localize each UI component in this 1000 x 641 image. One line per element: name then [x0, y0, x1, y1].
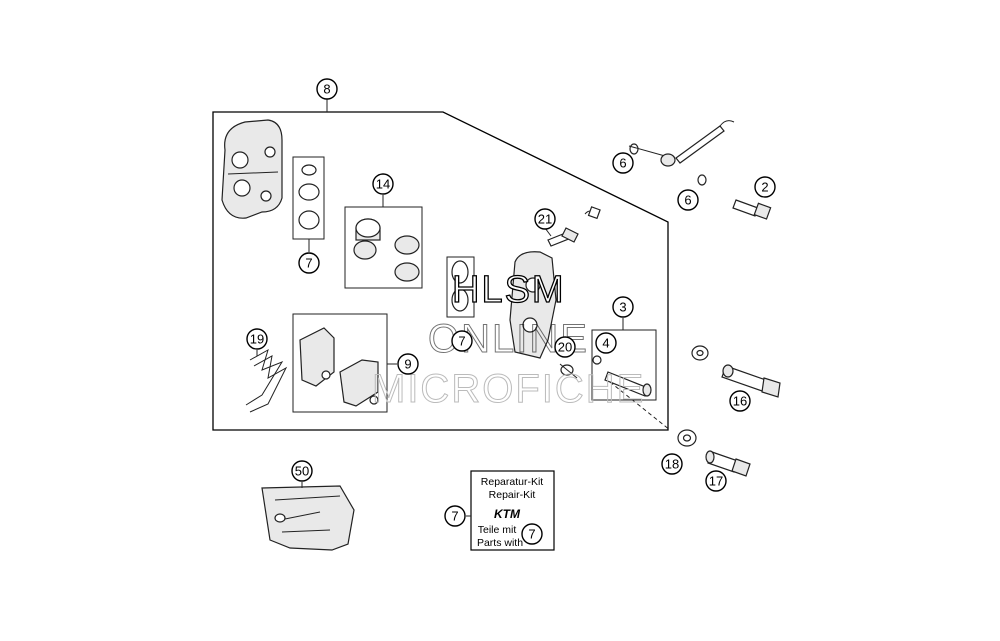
repair-kit-box: Reparatur-Kit Repair-Kit KTM Teile mit P… — [470, 470, 555, 551]
callout-7a: 7 — [298, 252, 320, 274]
svg-text:7: 7 — [528, 527, 535, 542]
caliper-bracket-icon — [509, 251, 557, 359]
kit-line-4: Parts with — [477, 537, 523, 549]
svg-text:6: 6 — [619, 156, 626, 171]
callout-7d: 7 — [521, 523, 543, 545]
callout-7b: 7 — [451, 330, 473, 352]
brake-pistons-icon — [344, 206, 423, 289]
svg-text:6: 6 — [684, 193, 691, 208]
svg-text:21: 21 — [538, 212, 552, 227]
callout-4: 4 — [595, 332, 617, 354]
callout-6b: 6 — [677, 189, 699, 211]
callout-3: 3 — [612, 296, 634, 318]
svg-text:2: 2 — [761, 180, 768, 195]
svg-text:7: 7 — [451, 509, 458, 524]
callout-9: 9 — [397, 353, 419, 375]
callout-18: 18 — [661, 453, 683, 475]
svg-text:8: 8 — [323, 82, 330, 97]
kit-line-2: Repair-Kit — [489, 489, 536, 501]
callout-8: 8 — [316, 78, 338, 100]
callout-19: 19 — [246, 328, 268, 350]
kit-line-3: Teile mit — [478, 524, 517, 536]
callout-20: 20 — [554, 336, 576, 358]
guide-pin-kit-icon — [591, 329, 657, 401]
svg-text:18: 18 — [665, 457, 679, 472]
guide-pin-17-icon — [705, 450, 751, 477]
callout-7c: 7 — [444, 505, 466, 527]
seal-kit-icon — [292, 156, 325, 240]
washer-18-icon — [677, 429, 697, 447]
brake-caliper-guard-icon — [261, 485, 355, 551]
brake-pads-icon — [292, 313, 388, 413]
svg-text:16: 16 — [733, 394, 747, 409]
assembly-frame — [212, 111, 669, 431]
kit-line-1: Reparatur-Kit — [481, 476, 544, 488]
svg-text:14: 14 — [376, 177, 390, 192]
svg-text:9: 9 — [404, 357, 411, 372]
callout-6a: 6 — [612, 152, 634, 174]
guide-pin-16-icon — [691, 345, 781, 398]
bleeder-screw-icon — [547, 206, 601, 247]
svg-text:7: 7 — [458, 334, 465, 349]
kit-logo: KTM — [494, 507, 521, 521]
pin-icon — [559, 363, 578, 379]
seal-rings-icon — [446, 256, 475, 318]
pad-spring-icon — [245, 348, 288, 413]
svg-text:17: 17 — [709, 474, 723, 489]
svg-text:50: 50 — [295, 464, 309, 479]
brake-caliper-icon — [221, 119, 283, 219]
bolt-assembly-icon — [628, 120, 772, 220]
watermark-line-3: MICROFICHE — [372, 367, 645, 411]
svg-text:19: 19 — [250, 332, 264, 347]
svg-text:4: 4 — [602, 336, 609, 351]
callout-17: 17 — [705, 470, 727, 492]
svg-text:7: 7 — [305, 256, 312, 271]
callout-21: 21 — [534, 208, 556, 230]
leader-dash — [609, 381, 671, 431]
watermark-line-1: HLSM — [452, 269, 566, 311]
callout-50: 50 — [291, 460, 313, 482]
callout-16: 16 — [729, 390, 751, 412]
svg-text:20: 20 — [558, 340, 572, 355]
svg-text:3: 3 — [619, 300, 626, 315]
callout-14: 14 — [372, 173, 394, 195]
callout-2: 2 — [754, 176, 776, 198]
